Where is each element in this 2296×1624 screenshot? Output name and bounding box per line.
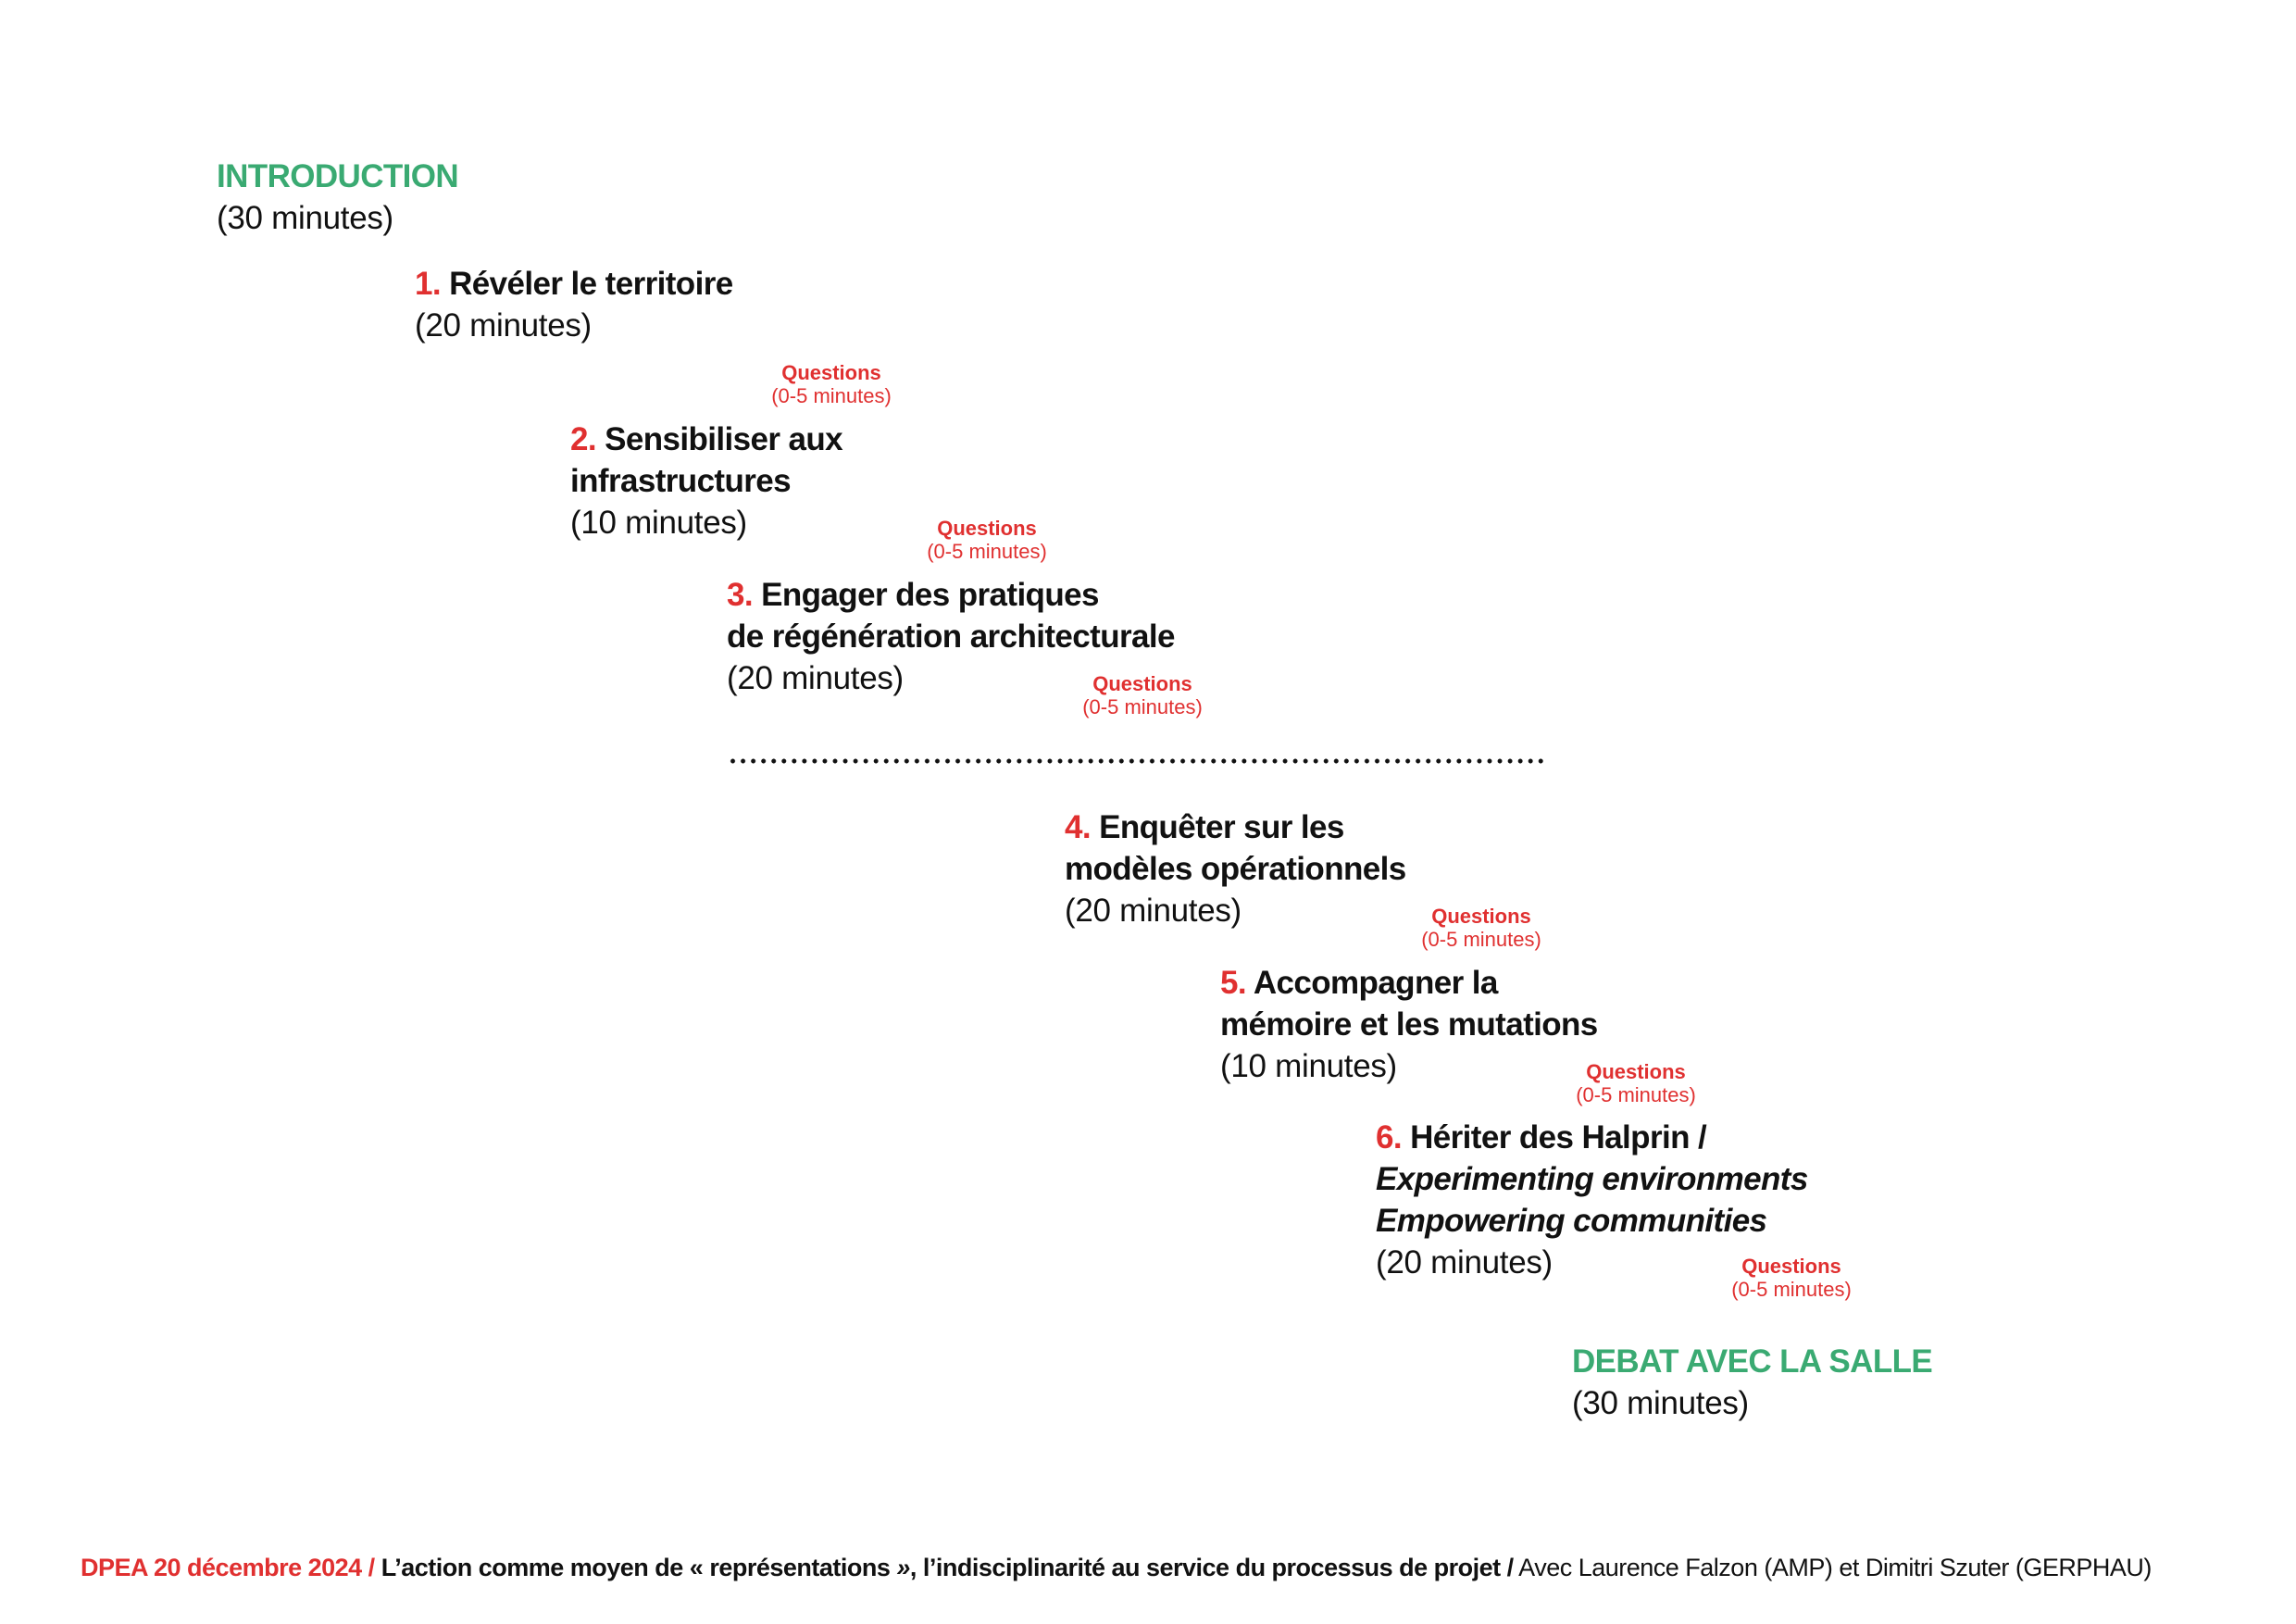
questions-4: Questions (0-5 minutes) [1379, 905, 1583, 951]
questions-2: Questions (0-5 minutes) [885, 517, 1089, 563]
footer-title-part-a: L’action comme moyen de « représentation… [381, 1554, 891, 1581]
section-5: 5. Accompagner la mémoire et les mutatio… [1220, 962, 1598, 1087]
questions-duration: (0-5 minutes) [1421, 928, 1541, 951]
section-2-title-line2: infrastructures [570, 463, 792, 499]
intro-duration: (30 minutes) [217, 200, 393, 236]
questions-3: Questions (0-5 minutes) [1041, 672, 1244, 718]
section-2-duration: (10 minutes) [570, 505, 747, 541]
section-4: 4. Enquêter sur les modèles opérationnel… [1065, 806, 1406, 931]
section-1-title: 1. Révéler le territoire [415, 266, 733, 302]
questions-label: Questions [1586, 1060, 1686, 1083]
footer-title-part-b: » [890, 1554, 910, 1581]
questions-1: Questions (0-5 minutes) [730, 361, 933, 407]
section-2-number: 2. [570, 421, 597, 457]
section-5-duration: (10 minutes) [1220, 1048, 1397, 1084]
section-6-duration: (20 minutes) [1376, 1244, 1553, 1280]
questions-label: Questions [1431, 905, 1531, 928]
section-3-title-line1: 3. Engager des pratiques [727, 577, 1099, 613]
section-4-title-line1: 4. Enquêter sur les [1065, 809, 1344, 845]
section-5-title-line2: mémoire et les mutations [1220, 1006, 1598, 1043]
debate-title: DEBAT AVEC LA SALLE [1572, 1343, 1933, 1380]
footer: DPEA 20 décembre 2024 / L’action comme m… [81, 1552, 2152, 1583]
questions-5: Questions (0-5 minutes) [1534, 1060, 1738, 1106]
section-5-number: 5. [1220, 965, 1247, 1001]
section-3: 3. Engager des pratiques de régénération… [727, 574, 1175, 699]
section-5-title-line1: 5. Accompagner la [1220, 965, 1498, 1001]
debate-block: DEBAT AVEC LA SALLE (30 minutes) [1572, 1341, 1933, 1424]
questions-label: Questions [781, 361, 881, 384]
questions-duration: (0-5 minutes) [771, 384, 892, 407]
questions-duration: (0-5 minutes) [1731, 1278, 1852, 1301]
section-1-duration: (20 minutes) [415, 307, 592, 344]
section-3-title-line2: de régénération architecturale [727, 618, 1175, 655]
section-3-duration: (20 minutes) [727, 660, 904, 696]
section-3-number: 3. [727, 577, 754, 613]
debate-duration: (30 minutes) [1572, 1385, 1749, 1421]
section-6-title-line3: Empowering communities [1376, 1203, 1767, 1239]
section-4-title-line2: modèles opérationnels [1065, 851, 1406, 887]
section-2-title-line1: 2. Sensibiliser aux [570, 421, 843, 457]
questions-6: Questions (0-5 minutes) [1690, 1255, 1893, 1301]
section-4-duration: (20 minutes) [1065, 893, 1242, 929]
intro-block: INTRODUCTION (30 minutes) [217, 156, 459, 239]
questions-label: Questions [1092, 672, 1192, 695]
questions-label: Questions [937, 517, 1037, 540]
section-4-number: 4. [1065, 809, 1092, 845]
questions-duration: (0-5 minutes) [1576, 1083, 1696, 1106]
intro-title: INTRODUCTION [217, 158, 459, 194]
section-1: 1. Révéler le territoire (20 minutes) [415, 263, 733, 346]
footer-title-part-c: , l’indisciplinarité au service du proce… [909, 1554, 1514, 1581]
footer-event: DPEA 20 décembre 2024 / [81, 1554, 375, 1581]
section-1-number: 1. [415, 266, 442, 302]
questions-duration: (0-5 minutes) [1082, 695, 1203, 718]
section-6: 6. Hériter des Halprin / Experimenting e… [1376, 1117, 1808, 1283]
section-2: 2. Sensibiliser aux infrastructures (10 … [570, 418, 843, 543]
section-6-title-line1: 6. Hériter des Halprin / [1376, 1119, 1707, 1156]
dotted-separator [728, 757, 1546, 765]
questions-duration: (0-5 minutes) [927, 540, 1047, 563]
footer-credits: Avec Laurence Falzon (AMP) et Dimitri Sz… [1513, 1554, 2152, 1581]
questions-label: Questions [1741, 1255, 1841, 1278]
section-6-title-line2: Experimenting environments [1376, 1161, 1808, 1197]
section-6-number: 6. [1376, 1119, 1403, 1156]
